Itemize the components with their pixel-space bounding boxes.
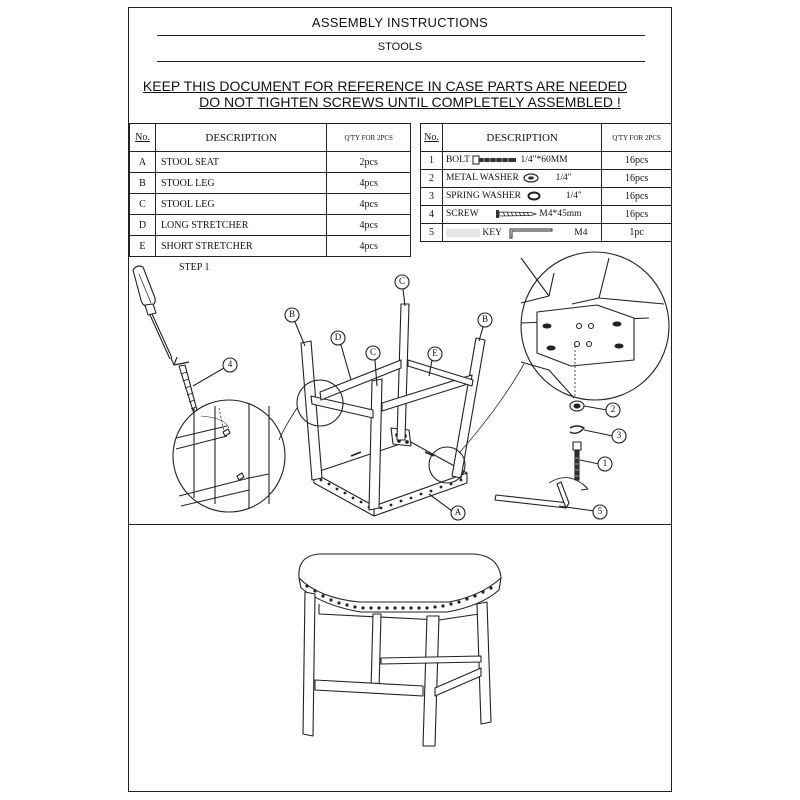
callout-label-a: A (454, 507, 462, 517)
subtitle-rule (157, 61, 645, 62)
part-no: B (129, 172, 156, 194)
hardware-size: M4*45mm (539, 209, 582, 220)
hardware-size: M4 (574, 227, 588, 238)
parts-table-header: No. DESCRIPTION Q'TY FOR 2PCS (129, 123, 411, 152)
detail-circle-left (172, 399, 286, 513)
callout-label-2: 2 (610, 404, 616, 414)
hardware-table-header: No. DESCRIPTION Q'TY FOR 2PCS (420, 123, 672, 152)
table-row: A STOOL SEAT 2pcs (129, 151, 411, 173)
table-row: B STOOL LEG 4pcs (129, 172, 411, 194)
instruction-sheet: ASSEMBLY INSTRUCTIONS STOOLS KEEP THIS D… (128, 7, 672, 792)
hardware-qty: 16pcs (601, 169, 672, 188)
hardware-name: SCREW (445, 209, 479, 220)
callout-label-5: 5 (597, 506, 603, 516)
hardware-description: METAL WASHER 1/4" (441, 169, 603, 188)
hardware-description: KEY M4 (441, 223, 603, 242)
stool-upside-down (300, 303, 486, 517)
table-row: E SHORT STRETCHER 4pcs (129, 235, 411, 257)
document-title: ASSEMBLY INSTRUCTIONS (311, 15, 489, 30)
callout-label-c-front: C (369, 347, 376, 357)
hardware-stack (569, 400, 585, 481)
table-row: D LONG STRETCHER 4pcs (129, 214, 411, 236)
col-no: No. (420, 123, 443, 152)
hardware-name: KEY (482, 227, 502, 238)
part-no: E (129, 235, 156, 257)
notice-keep-document: KEEP THIS DOCUMENT FOR REFERENCE IN CASE… (142, 78, 628, 94)
part-description: STOOL SEAT (154, 151, 328, 173)
part-description: SHORT STRETCHER (154, 235, 328, 257)
step-label: STEP 1 (179, 262, 210, 273)
hardware-qty: 16pcs (601, 187, 672, 206)
part-qty: 4pcs (326, 214, 411, 236)
col-qty: Q'TY FOR 2PCS (601, 123, 672, 152)
hardware-qty: 16pcs (601, 205, 672, 224)
part-description: STOOL LEG (154, 193, 328, 215)
hardware-description: BOLT 1/4"*60MM (441, 151, 603, 170)
bolt-icon (472, 155, 517, 165)
hardware-description: SPRING WASHER 1/4" (441, 187, 603, 206)
hardware-qty: 16pcs (601, 151, 672, 170)
hardware-name: SPRING WASHER (445, 191, 522, 202)
part-description: LONG STRETCHER (154, 214, 328, 236)
hardware-description: SCREW M4*45mm (441, 205, 603, 224)
table-row: 1 BOLT 1/4"*60MM 16pcs (420, 151, 672, 170)
washer-icon (523, 173, 539, 184)
hardware-size: 1/4" (555, 173, 572, 184)
callout-label-1: 1 (602, 458, 608, 468)
title-rule (157, 35, 645, 36)
document-subtitle: STOOLS (377, 41, 423, 53)
hardware-qty: 1pc (601, 223, 672, 242)
col-description: DESCRIPTION (441, 123, 603, 152)
hardware-no: 4 (420, 205, 443, 224)
detail-circle-right (520, 251, 670, 401)
parts-table: No. DESCRIPTION Q'TY FOR 2PCS A STOOL SE… (129, 123, 411, 257)
part-description: STOOL LEG (154, 172, 328, 194)
callout-label-d: D (334, 332, 342, 342)
screw-4-icon (173, 361, 200, 429)
hardware-no: 5 (420, 223, 443, 242)
hardware-table: No. DESCRIPTION Q'TY FOR 2PCS 1 BOLT 1/4… (420, 123, 672, 242)
part-qty: 4pcs (326, 193, 411, 215)
callout-label-3: 3 (616, 430, 622, 440)
table-row: C STOOL LEG 4pcs (129, 193, 411, 215)
redacted-mark (445, 228, 480, 237)
screwdriver-icon (132, 265, 178, 366)
hardware-name: METAL WASHER (445, 173, 519, 184)
notice-do-not-tighten: DO NOT TIGHTEN SCREWS UNTIL COMPLETELY A… (199, 94, 621, 110)
col-qty: Q'TY FOR 2PCS (326, 123, 411, 152)
part-no: C (129, 193, 156, 215)
callout-label-c-back: C (398, 276, 405, 286)
allen-key-icon (509, 228, 553, 238)
table-row: 4 SCREW M4*45mm 16pcs (420, 205, 672, 224)
hardware-size: 1/4" (565, 191, 582, 202)
part-qty: 2pcs (326, 151, 411, 173)
hardware-size: 1/4"*60MM (520, 155, 568, 166)
callout-label-e: E (432, 348, 438, 358)
table-row: 2 METAL WASHER 1/4" 16pcs (420, 169, 672, 188)
hardware-no: 2 (420, 169, 443, 188)
callout-label-b-right: B (481, 314, 488, 324)
hardware-no: 1 (420, 151, 443, 170)
table-row: 5 KEY M4 1pc (420, 223, 672, 242)
part-no: D (129, 214, 156, 236)
hardware-name: BOLT (445, 155, 470, 166)
detail-bracket (520, 257, 665, 399)
detail-left-leg (175, 403, 270, 508)
allen-key-drawing (494, 477, 589, 509)
hardware-no: 3 (420, 187, 443, 206)
col-no: No. (129, 123, 156, 152)
spring-washer-icon (527, 191, 541, 201)
section-divider (129, 524, 671, 525)
part-qty: 4pcs (326, 235, 411, 257)
part-no: A (129, 151, 156, 173)
table-row: 3 SPRING WASHER 1/4" 16pcs (420, 187, 672, 206)
callout-label-b-left: B (288, 309, 295, 319)
screw-icon (495, 210, 537, 219)
part-qty: 4pcs (326, 172, 411, 194)
assembled-stool (298, 553, 502, 747)
callout-label-4: 4 (227, 359, 233, 369)
col-description: DESCRIPTION (154, 123, 328, 152)
